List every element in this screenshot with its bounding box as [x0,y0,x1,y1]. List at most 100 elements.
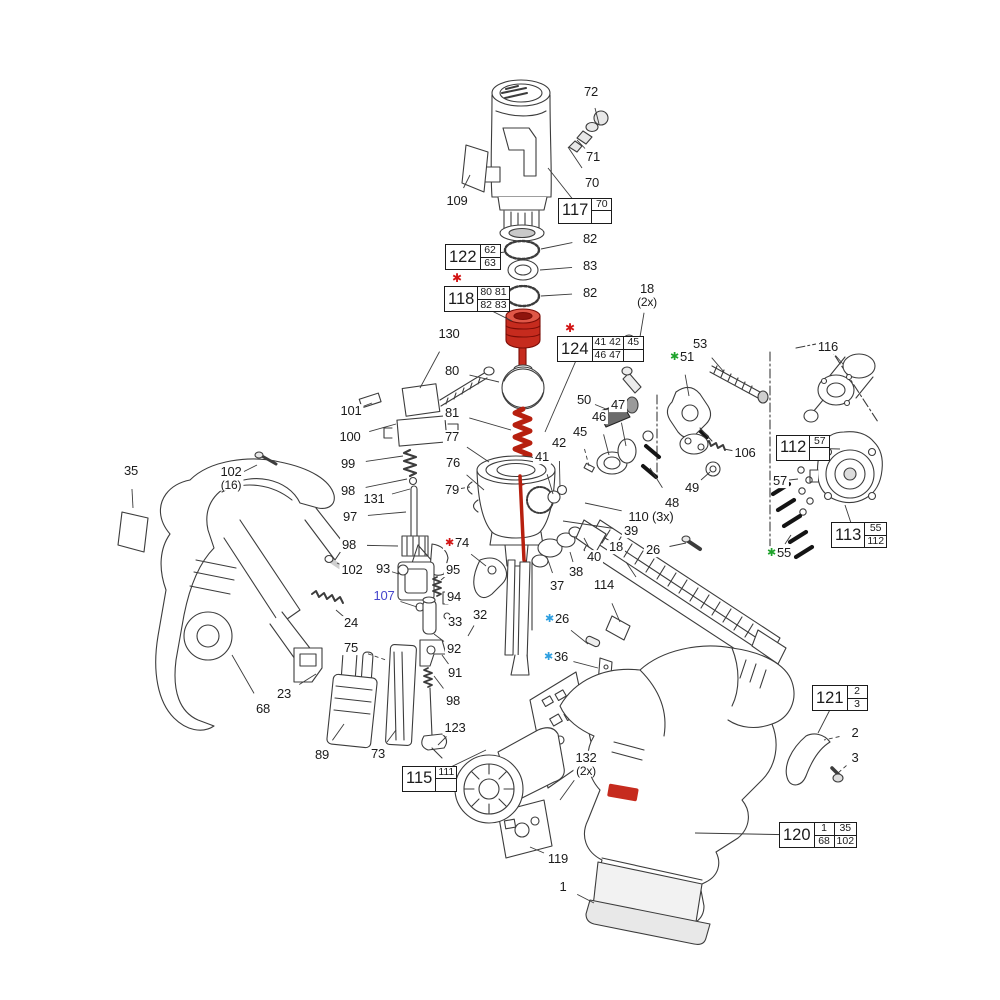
leader-line [546,474,554,495]
callout-subpart: 70 [595,197,608,210]
part-label-131: 131 [361,491,387,507]
part-label-97: 97 [340,510,360,524]
leader-line [441,654,449,665]
part-label-75: 75 [341,641,361,655]
callout-subpart: 1 [821,822,827,834]
part-number: 89 [314,747,330,763]
part-label-38: 38 [566,564,586,580]
leader-line [611,603,621,623]
part-number: 92 [446,641,462,657]
warning-tag-art [461,144,489,193]
part-label-37: 37 [547,578,567,594]
part-label-51: ✱51 [667,349,697,365]
leader-line [539,266,573,271]
blue-asterisk-icon: ✱ [544,613,554,626]
part-number: 99 [340,456,356,472]
leader-line [433,633,445,642]
part-number: 107 [373,588,395,604]
part-label-130: 130 [436,327,462,341]
part-number: 102 [341,562,363,578]
part-number: 83 [582,258,598,274]
part-number: 42 [551,435,567,451]
leader-line [823,736,840,741]
leader-line [594,107,600,125]
part-number: 23 [276,686,292,702]
callout-main-number: 124 [561,339,589,358]
leader-line [470,553,487,567]
part-label-23: 23 [274,686,294,702]
callout-main-number: 122 [449,247,477,266]
callout-subpart: 63 [480,256,500,270]
part-number: 2 [851,725,859,741]
leader-line [419,351,440,389]
part-number: 57 [772,473,788,489]
tool-body-art [559,645,795,945]
part-number: 51 [679,349,695,365]
leader-line [559,779,575,801]
callout-subpart [592,210,612,222]
leader-line [369,423,397,432]
part-label-77: 77 [442,430,462,444]
leader-line [684,374,690,397]
leader-line [400,601,418,608]
part-number: 114 [593,577,615,593]
leader-line [569,551,574,563]
part-number: 24 [343,615,359,631]
part-number: 45 [572,424,588,440]
part-label-qty: (16) [220,477,242,492]
leader-line [669,542,687,547]
part-label-42: 42 [549,435,569,451]
part-label-74: ✱74 [442,536,472,550]
callout-subpart: 57 [813,434,826,447]
part-number: 102 [220,463,242,479]
leader-line [463,174,471,189]
callout-subparts-column: 111 [435,766,457,791]
part-number: 98 [341,537,357,553]
callout-box-112: 112 57 [776,434,831,461]
part-label-107: 107 [371,588,397,604]
part-number: 38 [568,564,584,580]
leader-line [365,478,408,488]
part-number: 55 [776,545,792,561]
construction-lines [656,341,879,557]
part-number: 82 [582,285,598,301]
part-number: 37 [549,578,565,594]
callout-main-number: 112 [780,438,807,457]
part-label-35: 35 [121,463,141,479]
part-number: 35 [123,463,139,479]
part-label-94: 94 [444,590,464,604]
part-label-102: 102 [339,562,365,578]
leader-line [469,417,512,431]
part-number: 80 [444,363,460,379]
part-label-102: 102(16) [218,463,244,492]
part-number: 95 [445,562,461,578]
part-label-2: 2 [849,725,861,741]
callout-main-number: 117 [562,201,589,220]
part-number: 131 [363,491,385,507]
part-number: 53 [692,336,708,352]
leader-line [299,673,317,685]
shaft-art [709,365,769,404]
callout-box-117: 117 70 [558,197,613,224]
part-number: 18 [608,539,624,555]
part-label-71: 71 [583,149,603,165]
leader-line [584,448,590,467]
part-label-123: 123 [442,721,468,735]
part-number: 1 [559,879,567,895]
roller-cluster-art [526,462,595,568]
leader-line [649,467,663,489]
part-label-qty: (2x) [637,294,657,309]
part-number: 71 [585,149,601,165]
part-label-95: 95 [443,562,463,578]
part-label-82: 82 [580,285,600,301]
motor-can-art [454,727,565,824]
part-label-45: 45 [570,424,590,440]
part-number: 33 [447,614,463,630]
part-number: 68 [255,701,271,717]
gearbox-art [809,431,883,504]
